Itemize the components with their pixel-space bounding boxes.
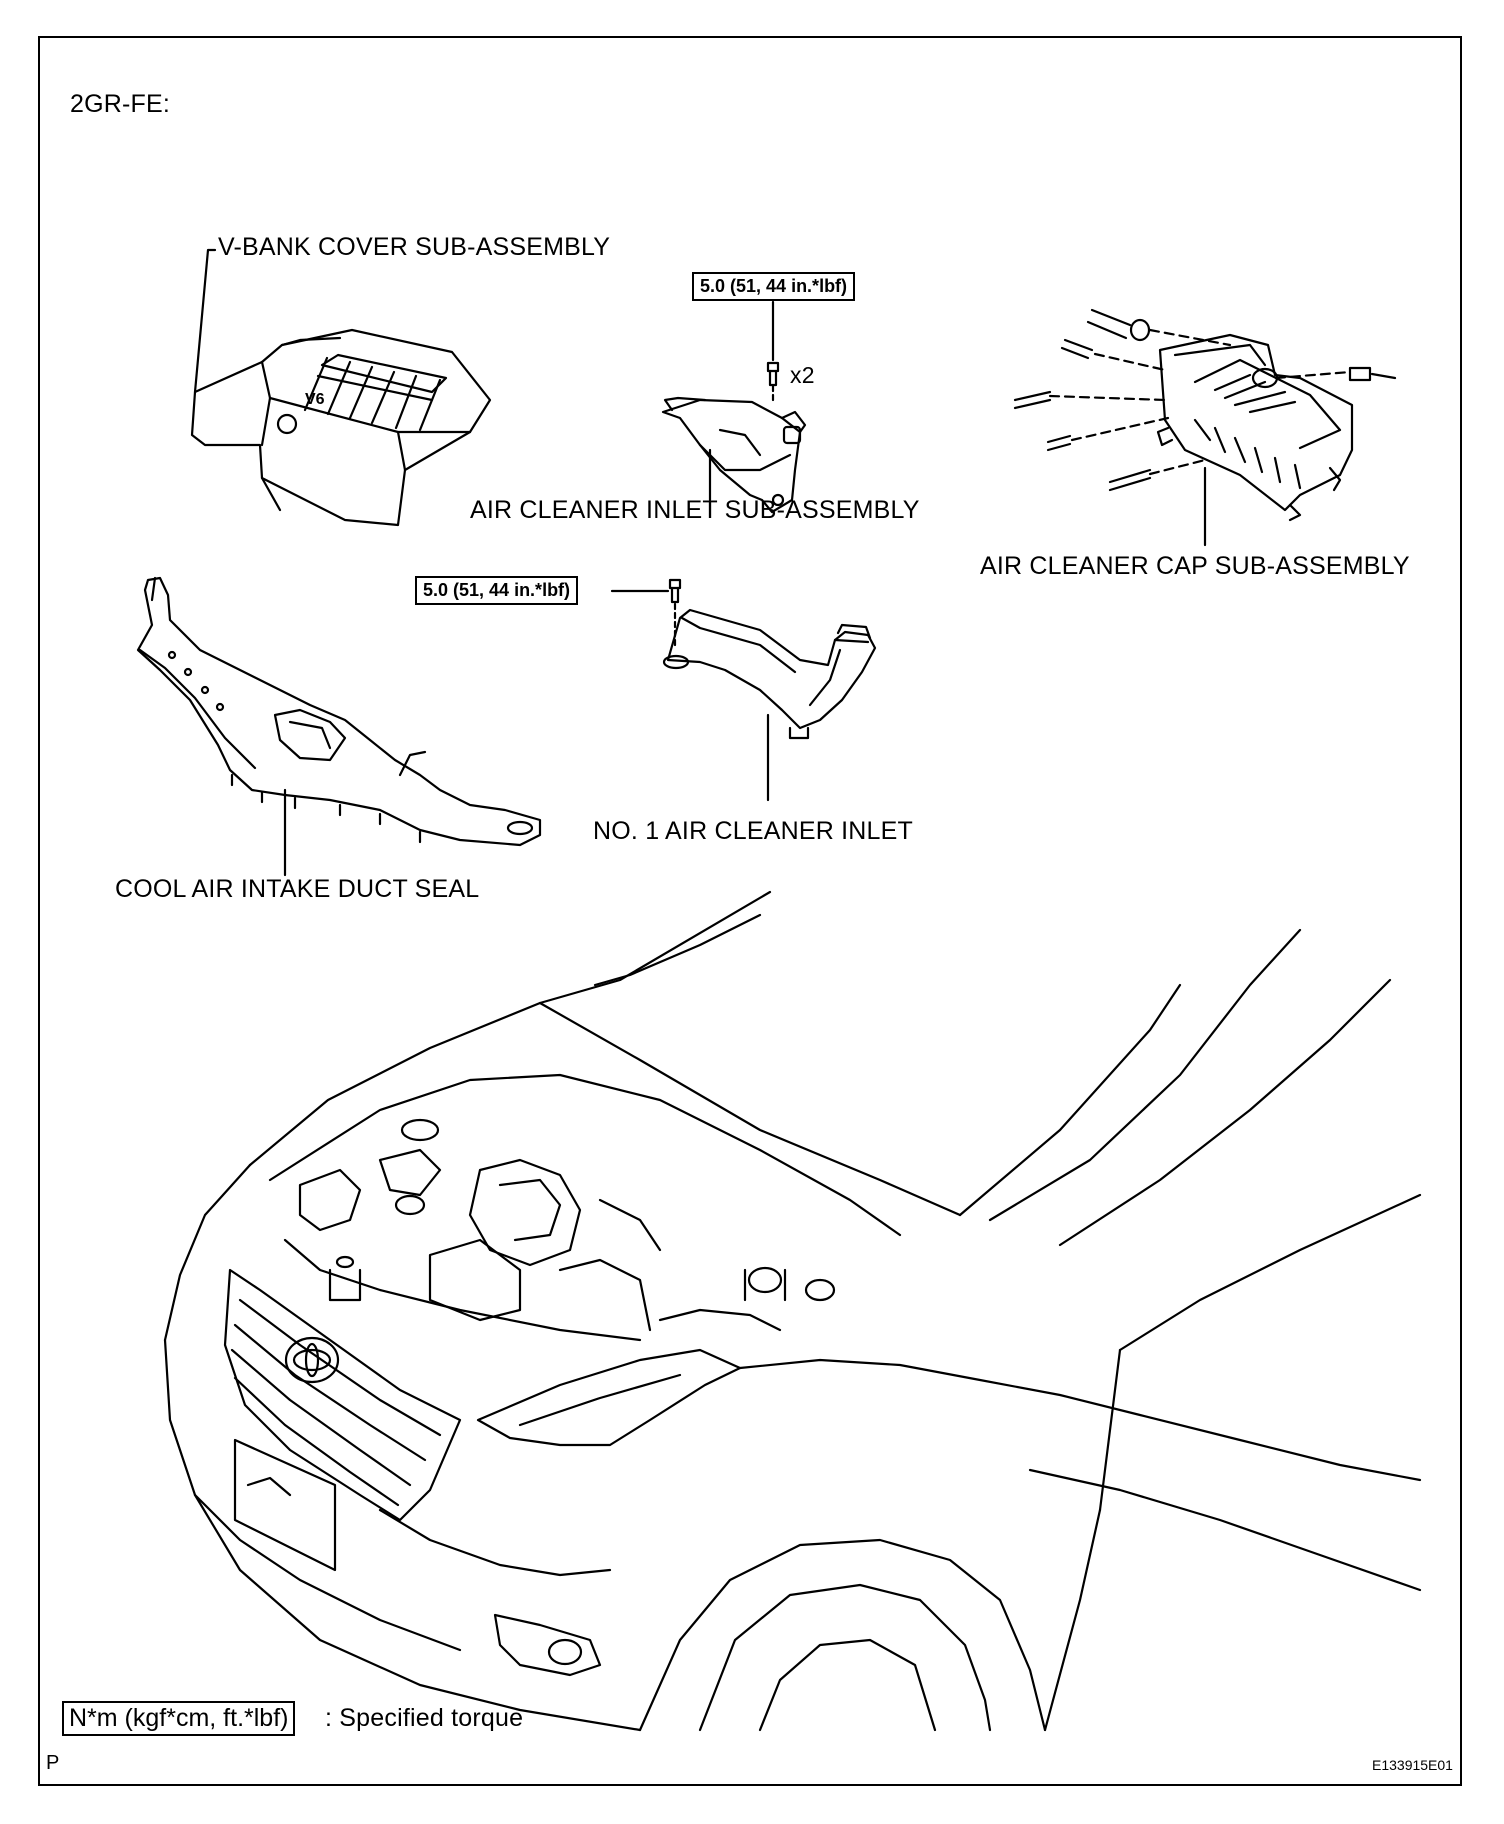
torque-spec-inlet-sub: 5.0 (51, 44 in.*lbf) — [692, 272, 856, 301]
air-cleaner-inlet-sub-drawing — [661, 396, 807, 514]
figure-code: E133915E01 — [1372, 1757, 1453, 1773]
air-cleaner-cap-label: AIR CLEANER CAP SUB-ASSEMBLY — [980, 552, 1410, 580]
duct-seal-drawing — [136, 576, 542, 847]
engine-code-label: 2GR-FE: — [70, 90, 171, 118]
no1-inlet-drawing — [662, 608, 877, 740]
diagram-frame — [38, 36, 1462, 1786]
car-drawing — [163, 890, 1422, 1732]
torque-spec-no1-inlet: 5.0 (51, 44 in.*lbf) — [415, 576, 579, 605]
air-cleaner-cap-drawing — [1013, 308, 1397, 522]
quantity-x2-label: x2 — [790, 362, 815, 388]
torque-legend-text: : Specified torque — [325, 1704, 524, 1732]
torque-legend-box: N*m (kgf*cm, ft.*lbf) — [62, 1701, 296, 1736]
v6-badge: V6 — [305, 391, 325, 408]
corner-letter: P — [46, 1752, 60, 1774]
v-bank-cover-label: V-BANK COVER SUB-ASSEMBLY — [218, 233, 611, 261]
v-bank-cover-drawing — [190, 328, 492, 527]
no1-air-cleaner-inlet-label: NO. 1 AIR CLEANER INLET — [593, 817, 913, 845]
bolt-x2-drawing — [766, 300, 780, 402]
cool-air-intake-duct-seal-label: COOL AIR INTAKE DUCT SEAL — [115, 875, 480, 903]
v-bank-leader — [193, 248, 217, 394]
bolt-no1-drawing — [610, 578, 682, 650]
air-cleaner-inlet-sub-label: AIR CLEANER INLET SUB-ASSEMBLY — [470, 496, 920, 524]
